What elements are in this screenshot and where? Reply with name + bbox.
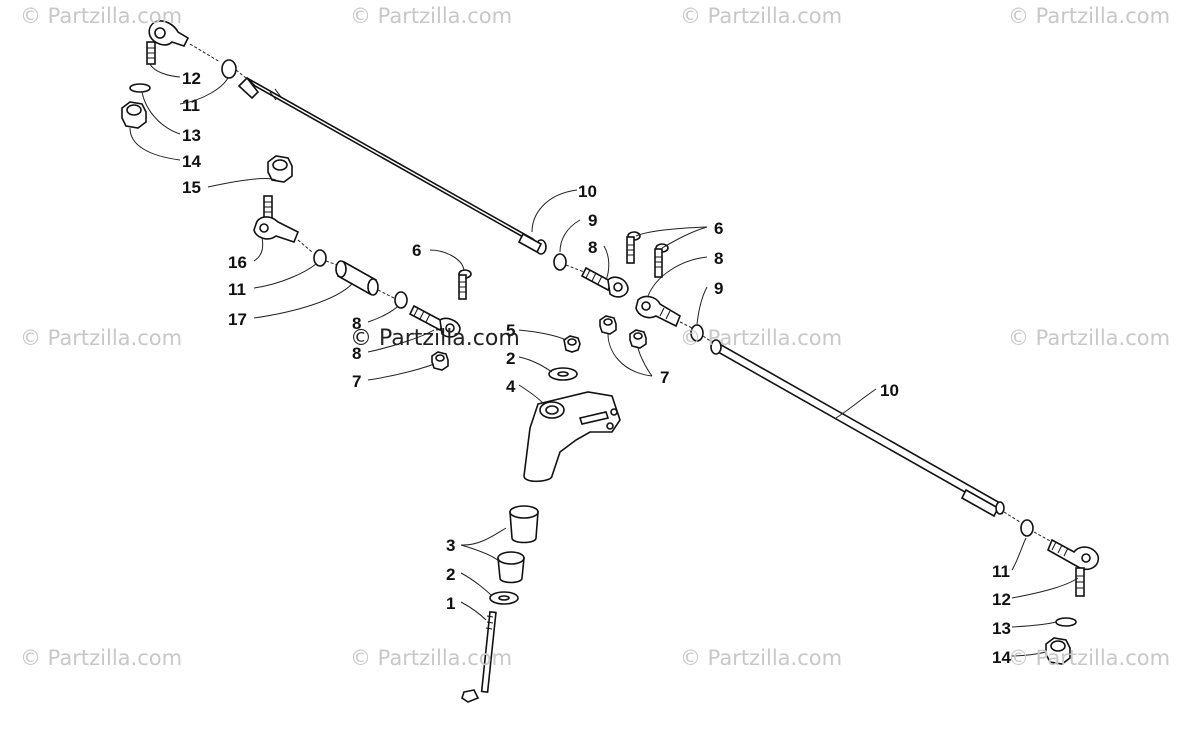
callout-2-bottom: 2: [446, 565, 455, 584]
sleeve-17[interactable]: [335, 260, 379, 296]
tie-rod-upper[interactable]: [237, 76, 547, 255]
watermark: © Partzilla.com: [350, 646, 513, 670]
callout-6-right: 6: [714, 219, 723, 238]
callout-14-top: 14: [182, 152, 201, 171]
spacer-11-mid[interactable]: [313, 249, 327, 267]
callout-labels: 12 11 13 14 15 16 11 17 6 8 8 7 5 2 4 3 …: [182, 69, 1011, 667]
nut-5[interactable]: [563, 335, 581, 353]
callout-11-bottom: 11: [992, 562, 1010, 581]
bushing-3-upper[interactable]: [509, 505, 539, 544]
watermark: © Partzilla.com: [1008, 646, 1171, 670]
bolt-6-right[interactable]: [654, 243, 669, 278]
rod-end-8-center[interactable]: [580, 266, 629, 298]
callout-10-lower: 10: [880, 381, 899, 400]
nut-7-left[interactable]: [431, 351, 449, 371]
watermark: © Partzilla.com: [350, 4, 513, 28]
callout-12-bottom: 12: [992, 590, 1011, 609]
watermark: © Partzilla.com: [1008, 326, 1171, 350]
callout-2-top: 2: [506, 349, 515, 368]
callout-3: 3: [446, 536, 455, 555]
nut-7-right[interactable]: [629, 329, 647, 349]
spacer-11-top[interactable]: [221, 59, 237, 79]
washer-13-top[interactable]: [129, 83, 151, 93]
nut-7-center[interactable]: [599, 315, 617, 335]
leader-lines: [129, 63, 1079, 657]
callout-17: 17: [228, 310, 247, 329]
spacer-9-right[interactable]: [690, 324, 704, 342]
callout-4: 4: [506, 377, 516, 396]
callout-6-left: 6: [412, 241, 421, 260]
bolt-1[interactable]: [461, 611, 497, 703]
callout-9-center: 9: [588, 211, 597, 230]
watermark: © Partzilla.com: [680, 4, 843, 28]
tie-rod-end-16[interactable]: [253, 195, 313, 253]
watermark: © Partzilla.com: [680, 646, 843, 670]
callout-10-upper: 10: [578, 182, 597, 201]
washer-13-bottom[interactable]: [1055, 617, 1077, 627]
callout-1: 1: [446, 594, 455, 613]
spacer-11-bottom[interactable]: [1020, 519, 1034, 537]
nut-14-top[interactable]: [121, 101, 147, 129]
tie-rod-end-bottom-right[interactable]: [1046, 538, 1100, 597]
callout-16: 16: [228, 253, 247, 272]
callout-8-center: 8: [588, 238, 597, 257]
watermark: © Partzilla.com: [680, 326, 843, 350]
rod-end-8-right[interactable]: [635, 295, 681, 328]
nut-14-bottom[interactable]: [1045, 637, 1071, 665]
watermark: © Partzilla.com: [1008, 4, 1171, 28]
nut-15[interactable]: [267, 155, 293, 183]
bolt-6-left[interactable]: [458, 269, 472, 300]
spacer-9-center[interactable]: [553, 253, 567, 271]
watermark: © Partzilla.com: [20, 4, 183, 28]
callout-13-top: 13: [182, 126, 201, 145]
spacer-9-left[interactable]: [394, 291, 408, 309]
callout-11-top: 11: [182, 96, 200, 115]
callout-8-right: 8: [714, 249, 723, 268]
callout-14-bottom: 14: [992, 648, 1011, 667]
callout-8-left-a: 8: [352, 314, 361, 333]
callout-11-mid: 11: [228, 280, 246, 299]
steering-bracket-4[interactable]: [523, 391, 621, 483]
callout-13-bottom: 13: [992, 619, 1011, 638]
watermark: © Partzilla.com: [350, 326, 520, 351]
bolt-6-center[interactable]: [626, 231, 641, 264]
callout-12-top: 12: [182, 69, 201, 88]
callout-5: 5: [506, 321, 515, 340]
callout-7-left: 7: [352, 372, 361, 391]
bushing-3-lower[interactable]: [497, 551, 525, 584]
callout-7-right: 7: [660, 368, 669, 387]
watermark: © Partzilla.com: [20, 646, 183, 670]
callout-15: 15: [182, 178, 201, 197]
callout-9-right: 9: [714, 279, 723, 298]
rod-end-8-left[interactable]: [408, 304, 461, 338]
tie-rod-end-top-left[interactable]: [146, 20, 221, 65]
watermark: © Partzilla.com: [20, 326, 183, 350]
tie-rod-lower[interactable]: [710, 339, 1005, 518]
callout-8-left-b: 8: [352, 344, 361, 363]
